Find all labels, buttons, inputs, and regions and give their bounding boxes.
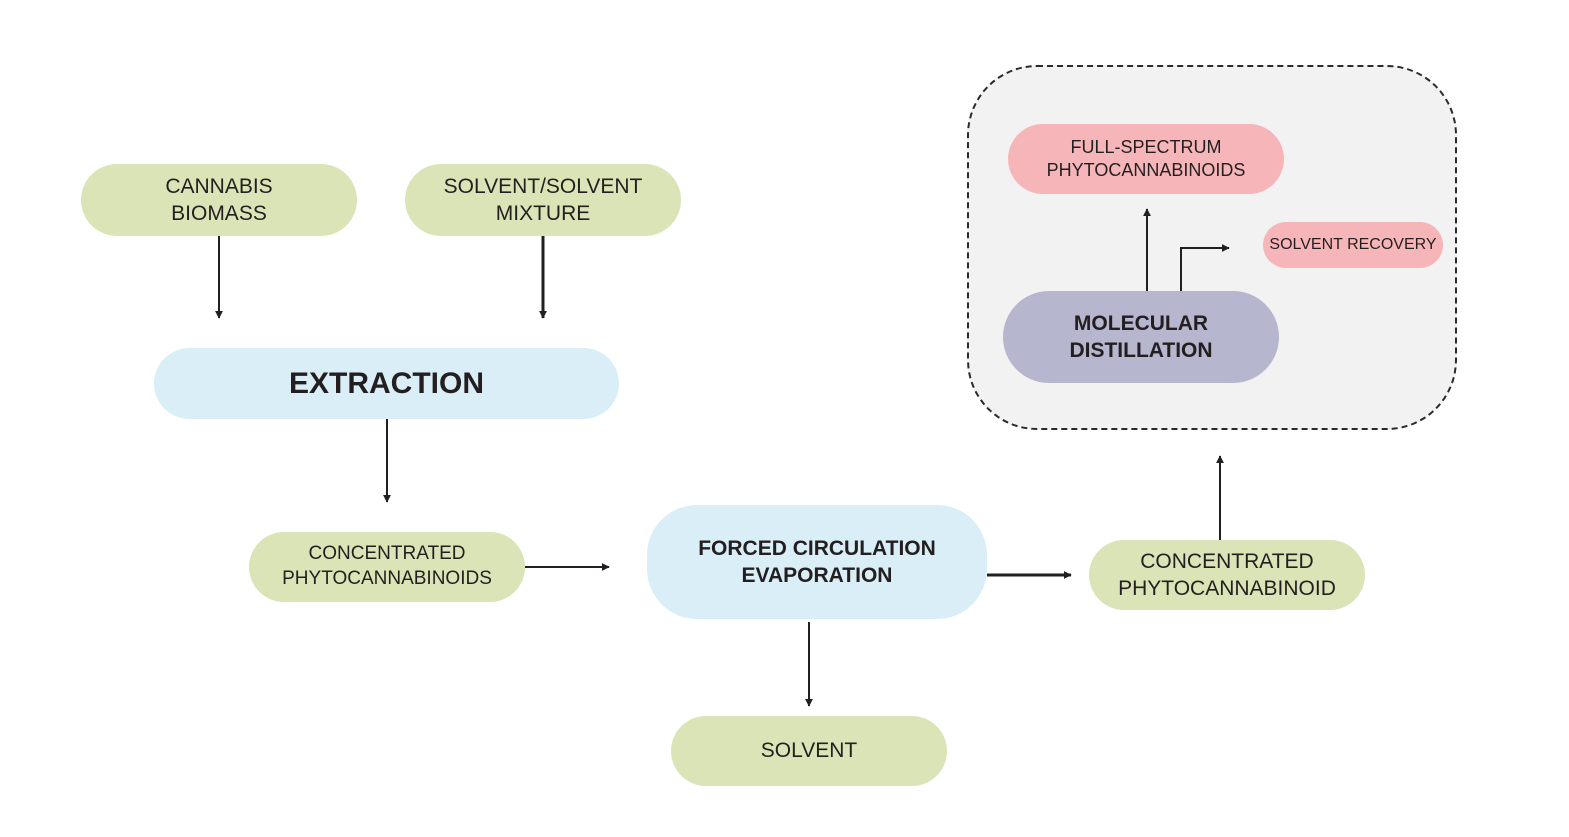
node-solvent-mixture: SOLVENT/SOLVENT MIXTURE xyxy=(405,164,681,236)
node-solvent: SOLVENT xyxy=(671,716,947,786)
node-extraction: EXTRACTION xyxy=(154,348,619,419)
node-solvent-recovery: SOLVENT RECOVERY xyxy=(1263,222,1443,268)
node-molecular-distillation: MOLECULAR DISTILLATION xyxy=(1003,291,1279,383)
node-full-spectrum-phytocannabinoids: FULL-SPECTRUM PHYTOCANNABINOIDS xyxy=(1008,124,1284,194)
node-forced-circulation-evaporation: FORCED CIRCULATION EVAPORATION xyxy=(647,505,987,619)
node-concentrated-phytocannabinoid: CONCENTRATED PHYTOCANNABINOID xyxy=(1089,540,1365,610)
node-cannabis-biomass: CANNABIS BIOMASS xyxy=(81,164,357,236)
arrow-distillation-to-solvent-recovery xyxy=(1180,244,1230,291)
node-concentrated-phytocannabinoids: CONCENTRATED PHYTOCANNABINOIDS xyxy=(249,532,525,602)
